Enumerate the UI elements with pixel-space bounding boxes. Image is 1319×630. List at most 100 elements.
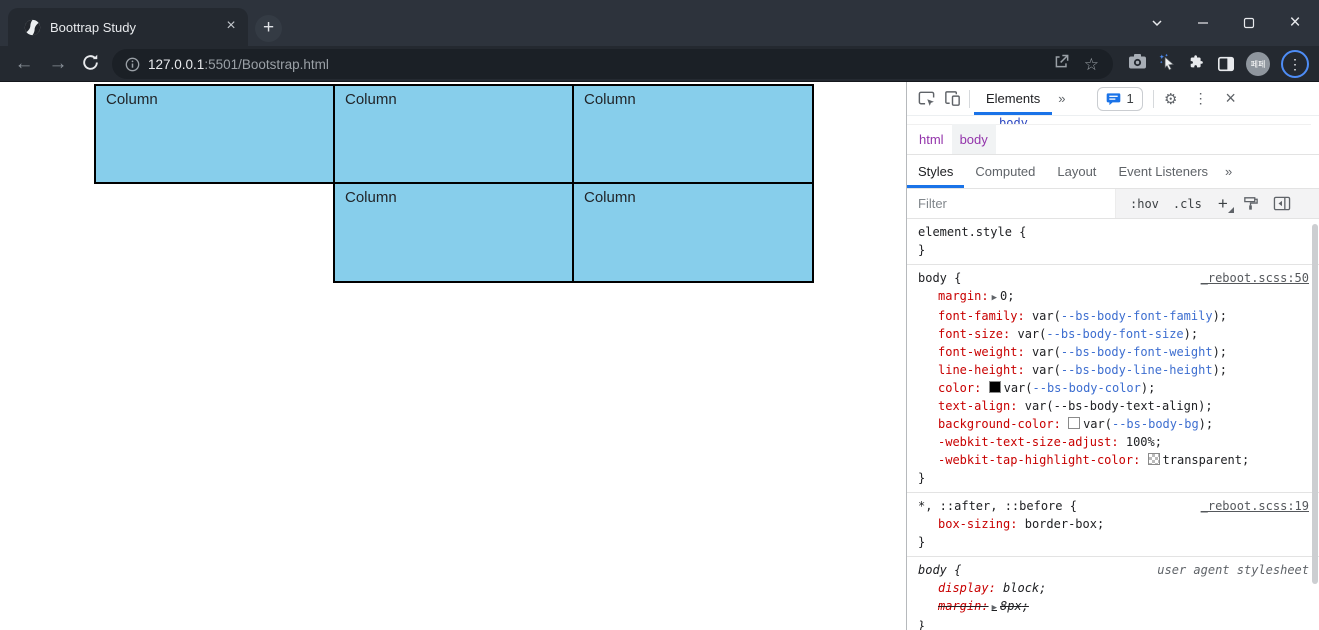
css-property[interactable]: text-align: var(--bs-body-text-align); [938,399,1213,413]
dock-sidebar-icon[interactable] [1273,195,1291,212]
css-value: var( [1083,417,1112,431]
toolbar-divider [0,81,1319,82]
address-bar[interactable]: 127.0.0.1:5501/Bootstrap.html ☆ [112,49,1113,79]
site-info-icon[interactable] [125,57,140,72]
toolbar-extensions: 페페 ⋮ [1128,46,1319,82]
sidebar-tab-styles[interactable]: Styles [907,155,964,188]
css-selector[interactable]: body { [918,271,962,285]
css-rule-close: } [918,471,926,485]
tab-elements[interactable]: Elements [974,82,1052,115]
url-text[interactable]: 127.0.0.1:5501/Bootstrap.html [148,57,1053,72]
dom-selected-fragment: body [999,116,1028,125]
extensions-puzzle-icon[interactable] [1188,53,1206,76]
toolbar-divider [969,89,970,108]
css-property[interactable]: box-sizing: border-box; [938,517,1105,531]
sidebar-tab-event-listeners[interactable]: Event Listeners [1118,164,1209,179]
css-property[interactable]: font-weight: var(--bs-body-font-weight); [938,345,1228,359]
color-swatch[interactable] [1147,453,1160,465]
side-panel-icon[interactable] [1217,55,1235,73]
styles-scrollbar[interactable] [1312,224,1318,584]
reload-button[interactable] [76,53,104,81]
css-value: 0 [1000,289,1008,303]
css-var-link[interactable]: --bs-body-bg [1111,417,1199,431]
dom-breadcrumbs: html body [907,124,1319,155]
tab-strip: Boottrap Study × + × [0,0,1319,46]
css-rule: body { user agent stylesheet display: bloc… [907,557,1319,630]
css-value: ) [1212,363,1220,377]
settings-gear-icon[interactable]: ⚙ [1163,90,1178,108]
css-property[interactable]: font-family: var(--bs-body-font-family); [938,309,1228,323]
back-button[interactable]: ← [14,53,34,74]
css-property[interactable]: -webkit-tap-highlight-color: transparent… [938,453,1250,467]
new-tab-button[interactable]: + [255,15,282,42]
css-value: ) [1198,417,1206,431]
sidebar-tab-computed[interactable]: Computed [975,164,1036,179]
css-property[interactable]: margin:▶8px; [938,599,1029,613]
expand-shorthand-icon[interactable]: ▶ [991,603,997,613]
css-selector[interactable]: body { [918,563,962,577]
bookmark-star-icon[interactable]: ☆ [1083,54,1099,74]
issues-counter[interactable]: 1 [1097,86,1143,111]
browser-menu-icon[interactable]: ⋮ [1281,50,1309,78]
sidebar-more-tabs-icon[interactable]: » [1225,164,1233,179]
devtools-close-icon[interactable]: × [1225,88,1236,108]
stylesheet-link[interactable]: _reboot.scss:19 [1200,499,1309,513]
css-var-link[interactable]: --bs-body-line-height [1060,363,1213,377]
rendering-brush-icon[interactable] [1242,195,1259,212]
browser-tab[interactable]: Boottrap Study × [8,8,248,46]
css-value: var( [1031,345,1061,359]
css-var-link[interactable]: --bs-body-color [1032,381,1141,395]
issues-count-label: 1 [1126,91,1134,106]
filter-input[interactable]: Filter [907,189,1116,218]
profile-avatar[interactable]: 페페 [1246,52,1270,76]
css-var-link[interactable]: --bs-body-font-family [1060,309,1213,323]
css-value: var( [1031,309,1061,323]
css-value: border-box [1024,517,1097,531]
breadcrumb-body[interactable]: body [951,124,996,154]
css-property[interactable]: color: var(--bs-body-color); [938,381,1156,395]
css-property[interactable]: -webkit-text-size-adjust: 100%; [938,435,1162,449]
css-property[interactable]: font-size: var(--bs-body-font-size); [938,327,1199,341]
window-close-button[interactable]: × [1289,12,1301,33]
color-swatch[interactable] [988,381,1001,393]
css-var-link[interactable]: --bs-body-font-size [1046,327,1184,341]
breadcrumb-html[interactable]: html [919,131,944,147]
color-swatch[interactable] [1068,417,1081,429]
css-property[interactable]: line-height: var(--bs-body-line-height); [938,363,1228,377]
titlebar-chevron-icon[interactable] [1134,0,1180,46]
stylesheet-link[interactable]: _reboot.scss:50 [1200,271,1309,285]
css-property[interactable]: display: block; [938,581,1047,595]
maximize-button[interactable] [1226,0,1272,46]
css-rule-close: } [918,243,926,257]
sidebar-tab-layout[interactable]: Layout [1057,164,1097,179]
css-selector[interactable]: element.style { [918,225,1027,239]
share-icon[interactable] [1053,53,1070,75]
inspect-element-icon[interactable] [913,86,939,112]
more-panels-icon[interactable]: » [1058,91,1066,106]
expand-shorthand-icon[interactable]: ▶ [991,293,997,303]
css-value: 100% [1125,435,1155,449]
css-var-link[interactable]: --bs-body-font-weight [1060,345,1213,359]
css-value: var( [1003,381,1033,395]
css-value: block [1003,581,1040,595]
cursor-extension-icon[interactable] [1158,52,1177,76]
user-agent-label: user agent stylesheet [1157,563,1309,577]
cls-toggle[interactable]: .cls [1172,196,1202,211]
forward-button[interactable]: → [48,53,68,74]
hov-toggle[interactable]: :hov [1130,196,1159,211]
devtools-menu-icon[interactable]: ⋮ [1193,90,1208,106]
devtools-panel: Elements » 1 ⚙ ⋮ × body html body Style [906,82,1319,630]
css-value: var( [1031,363,1061,377]
device-toolbar-icon[interactable] [939,86,965,112]
tab-elements-label: Elements [986,91,1041,106]
css-value: var(--bs-body-text-align) [1024,399,1206,413]
css-property[interactable]: background-color: var(--bs-body-bg); [938,417,1214,431]
new-style-rule-button[interactable]: + [1217,193,1234,213]
grid-column: Column [94,84,335,184]
tab-close-icon[interactable]: × [226,17,236,34]
css-selector[interactable]: *, ::after, ::before { [918,499,1077,513]
devtools-toolbar: Elements » 1 ⚙ ⋮ × [907,82,1319,116]
css-property[interactable]: margin:▶0; [938,289,1015,303]
minimize-button[interactable] [1180,0,1226,46]
camera-extension-icon[interactable] [1128,53,1147,75]
